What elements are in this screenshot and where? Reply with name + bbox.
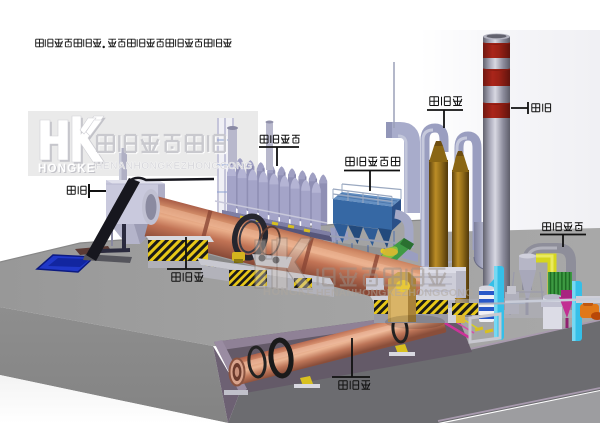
svg-text:HENANHONGKEZHONGGONG: HENANHONGKEZHONGGONG [316,287,473,299]
svg-text:HONGKE: HONGKE [38,163,96,175]
svg-text:HONGKE: HONGKE [263,286,314,298]
svg-text:HONGKE: HONGKE [39,164,97,176]
svg-text:HENANHONGKEZHONGGONG: HENANHONGKEZHONGGONG [95,160,252,172]
